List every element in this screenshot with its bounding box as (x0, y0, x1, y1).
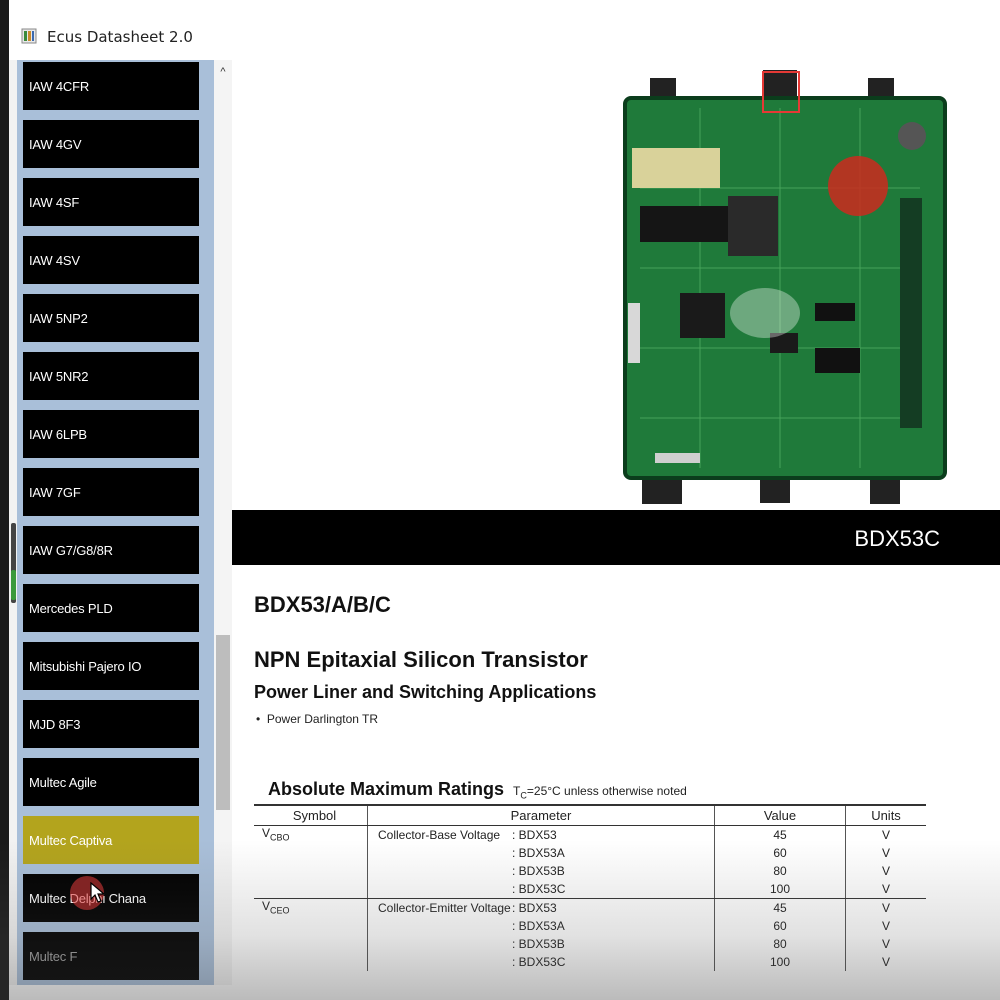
content-scrollbar[interactable]: ^ (214, 60, 232, 985)
amr-header-units: Units (845, 804, 926, 826)
ecu-board-image (620, 68, 950, 508)
banner-part-number: BDX53C (854, 526, 940, 551)
amr-note: TC=25°C unless otherwise noted (513, 784, 687, 801)
amr-units: V V V V (845, 825, 926, 899)
datasheet-banner: BDX53C (232, 510, 1000, 565)
amr-value: 45 60 80 100 (714, 825, 846, 899)
ecu-list-item[interactable]: Multec Agile (23, 758, 199, 806)
table-row: VCBO Collector-Base Voltage: BDX53 : BDX… (254, 825, 926, 899)
ecu-list-item[interactable]: IAW G7/G8/8R (23, 526, 199, 574)
ecu-list-item[interactable]: IAW 4SV (23, 236, 199, 284)
datasheet-bullet: • Power Darlington TR (256, 712, 379, 726)
amr-heading: Absolute Maximum Ratings TC=25°C unless … (268, 779, 687, 801)
ecu-list-item[interactable]: MJD 8F3 (23, 700, 199, 748)
ecu-list-item[interactable]: IAW 7GF (23, 468, 199, 516)
ecu-list-item-selected[interactable]: Multec Captiva (23, 816, 199, 864)
datasheet-application: Power Liner and Switching Applications (254, 682, 597, 702)
amr-header-value: Value (714, 804, 846, 826)
ecu-list-item[interactable]: IAW 4GV (23, 120, 199, 168)
amr-parameter: Collector-Emitter Voltage: BDX53 : BDX53… (367, 898, 715, 971)
datasheet-viewer: BDX53C BDX53/A/B/C NPN Epitaxial Silicon… (232, 60, 1000, 985)
sidebar-gutter-indicator (11, 570, 16, 600)
amr-symbol: VCEO (254, 898, 368, 971)
ecu-list-item[interactable]: IAW 4CFR (23, 62, 199, 110)
table-row: VCEO Collector-Emitter Voltage: BDX53 : … (254, 898, 926, 971)
amr-units: V V V V (881, 901, 890, 969)
amr-symbol: VCBO (254, 825, 368, 899)
amr-table: Symbol Parameter Value Units VCBO Collec… (254, 804, 926, 971)
app-title: Ecus Datasheet 2.0 (47, 28, 193, 46)
app-icon (21, 28, 37, 44)
amr-parameter: Collector-Base Voltage: BDX53 : BDX53A :… (367, 825, 715, 899)
title-bar: Ecus Datasheet 2.0 (9, 0, 1000, 60)
window-left-edge (0, 0, 9, 1000)
scroll-up-arrow-icon[interactable]: ^ (220, 66, 226, 78)
ecu-list-item[interactable]: Multec F (23, 932, 199, 980)
datasheet-subtitle: NPN Epitaxial Silicon Transistor (254, 647, 588, 672)
ecu-list-item[interactable]: IAW 4SF (23, 178, 199, 226)
mouse-cursor-icon (90, 882, 106, 903)
ecu-list-item[interactable]: IAW 6LPB (23, 410, 199, 458)
ecu-list-item[interactable]: Mercedes PLD (23, 584, 199, 632)
amr-header-symbol: Symbol (254, 804, 368, 826)
ecu-list-sidebar[interactable]: IAW 4CFR IAW 4GV IAW 4SF IAW 4SV IAW 5NP… (9, 60, 214, 985)
amr-value: 45 60 80 100 (714, 898, 846, 971)
amr-header-parameter: Parameter (367, 804, 715, 826)
ecu-list-item[interactable]: Multec Delphi Chana (23, 874, 199, 922)
amr-header-row: Symbol Parameter Value Units (254, 804, 926, 826)
datasheet-title: BDX53/A/B/C (254, 592, 391, 617)
ecu-list-item[interactable]: IAW 5NR2 (23, 352, 199, 400)
ecu-list-item[interactable]: Mitsubishi Pajero IO (23, 642, 199, 690)
sidebar-gutter (9, 60, 17, 985)
scrollbar-thumb[interactable] (216, 635, 230, 810)
sidebar-gutter-thumb[interactable] (11, 523, 16, 603)
ecu-list-item[interactable]: IAW 5NP2 (23, 294, 199, 342)
